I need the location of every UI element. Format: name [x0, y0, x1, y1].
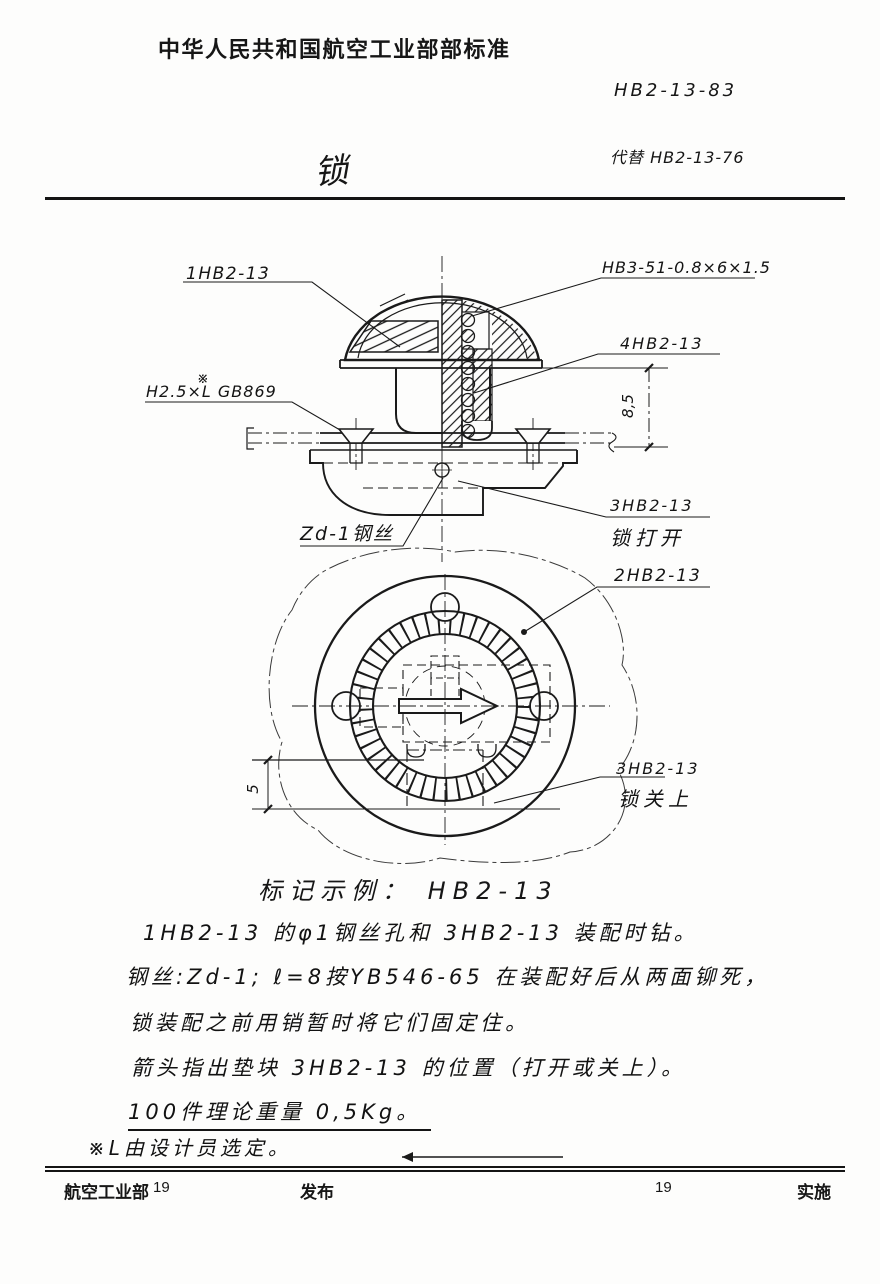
leader-part3-open: [457, 480, 710, 518]
label-screw: H2.5×L GB869: [146, 382, 277, 401]
note-line-2: 钢丝:Zd-1; ℓ=8按YB546-65 在装配好后从两面铆死，: [126, 965, 770, 989]
footer-issue-year: 19: [153, 1179, 170, 1196]
leader-part3-closed: [493, 776, 665, 804]
footer-rule-top: [45, 1166, 845, 1168]
label-part4: 4HB2-13: [620, 334, 704, 353]
panel-outline-blob: [268, 547, 638, 864]
label-dim-8-5: 8,5: [619, 394, 637, 418]
label-footnote-mark: ※: [197, 371, 209, 387]
plan-leaders: [493, 586, 710, 804]
note-line-6: ※L由设计员选定。: [88, 1136, 292, 1160]
leader-wire: [300, 477, 444, 547]
section-view: [145, 256, 755, 562]
center-shaft: [441, 299, 463, 448]
doc-title: 锁: [312, 150, 350, 194]
standard-org-title: 中华人民共和国航空工业部部标准: [158, 37, 511, 62]
leader-part4: [473, 353, 720, 394]
label-rivet: HB3-51-0.8×6×1.5: [602, 258, 771, 277]
leader-screw: [145, 401, 341, 431]
leader-part1: [183, 281, 401, 348]
dim-8-5: [542, 363, 668, 452]
stem-left: [395, 368, 442, 434]
label-part3-closed: 3HB2-13: [616, 759, 700, 778]
note-line-3: 锁装配之前用销暂时将它们固定住。: [130, 1011, 530, 1035]
dome-slot: [379, 293, 409, 313]
label-part1: 1HB2-13: [186, 264, 270, 284]
label-part2: 2HB2-13: [614, 566, 702, 586]
standard-number: HB2-13-83: [614, 80, 738, 101]
label-open-caption: 锁打开: [610, 526, 685, 550]
label-wire: Zd-1钢丝: [299, 523, 394, 545]
dome-right-hatch: [462, 300, 538, 360]
dome-brim: [339, 359, 543, 369]
footer-impl-label: 实施: [797, 1183, 831, 1202]
label-part3-open: 3HB2-13: [610, 496, 694, 515]
leader-rivet: [471, 277, 755, 317]
section-leaders: [145, 277, 755, 547]
screw-right: [514, 418, 552, 470]
note-arrowhead: [402, 1152, 413, 1162]
footer-impl-year: 19: [655, 1179, 672, 1196]
plan-view: [252, 547, 710, 864]
skin-left-bracket: [246, 427, 254, 450]
skin-break-squiggle: [608, 432, 617, 453]
slab-hatched: [348, 320, 439, 353]
spring-coils: [460, 312, 476, 439]
note-line-1: 1HB2-13 的φ1钢丝孔和 3HB2-13 装配时钻。: [143, 921, 699, 945]
header-rule: [45, 197, 845, 200]
footer-issue-label: 发布: [300, 1183, 334, 1202]
retainer-4hb: [472, 348, 493, 422]
skin-lines: [246, 427, 617, 453]
leader-part2: [523, 586, 710, 633]
note-line-4: 箭头指出垫块 3HB2-13 的位置（打开或关上）。: [131, 1056, 687, 1080]
note-arrow-line: [402, 1152, 563, 1162]
screw-left: [337, 418, 375, 470]
dim-5: [263, 755, 273, 814]
replaces-note: 代替 HB2-13-76: [610, 148, 745, 167]
label-dim-5: 5: [244, 784, 262, 794]
note-line-5: 100件理论重量 0,5Kg。: [128, 1096, 432, 1131]
footer-rule-bottom: [45, 1170, 845, 1172]
label-closed-caption: 锁关上: [618, 787, 693, 811]
marking-example: 标记示例： HB2-13: [258, 877, 559, 905]
footer-org: 航空工业部: [64, 1183, 149, 1202]
